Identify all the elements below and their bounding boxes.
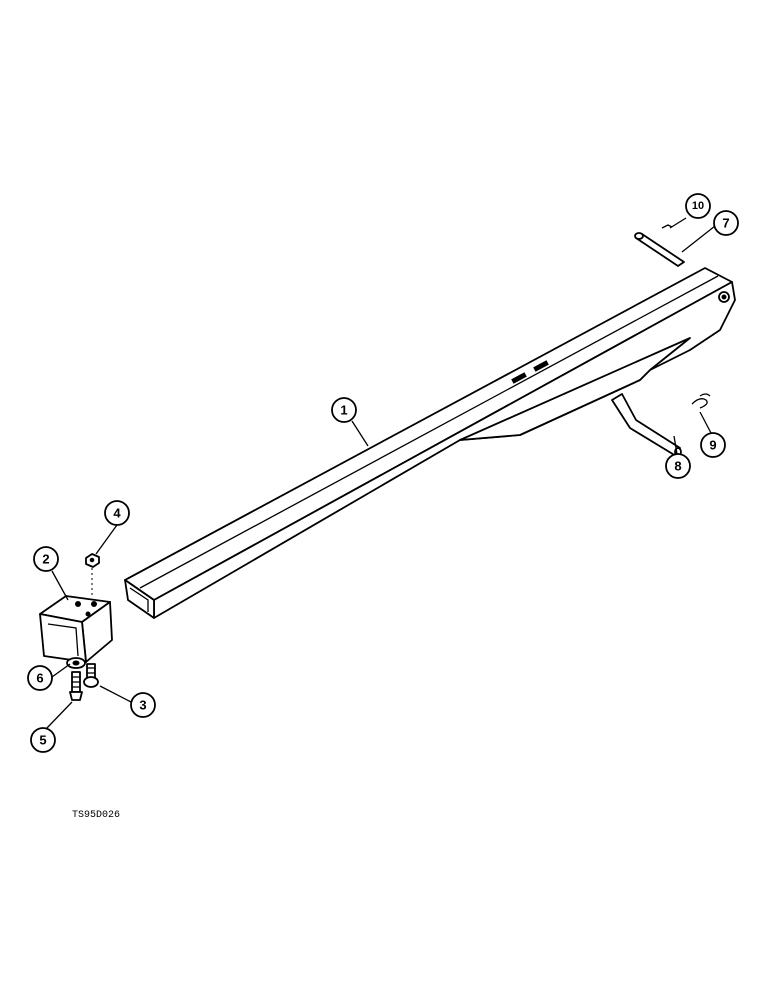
tongue-tube-part — [124, 267, 736, 619]
bolt-right-part — [83, 663, 99, 688]
svg-text:9: 9 — [709, 438, 716, 453]
callout-5: 5 — [30, 727, 56, 753]
svg-text:2: 2 — [42, 552, 49, 567]
callout-2: 2 — [33, 546, 59, 572]
callout-1: 1 — [331, 397, 357, 423]
hair-pin-part — [691, 393, 711, 409]
pin-part — [634, 232, 685, 267]
callout-9: 9 — [700, 432, 726, 458]
figure-code: TS95D026 — [72, 810, 121, 821]
svg-text:5: 5 — [39, 733, 46, 748]
clip-part — [661, 224, 673, 229]
svg-text:1: 1 — [340, 403, 347, 418]
svg-text:6: 6 — [36, 671, 43, 686]
svg-text:8: 8 — [674, 459, 681, 474]
callout-8: 8 — [665, 453, 691, 479]
svg-text:10: 10 — [692, 200, 704, 212]
callout-4: 4 — [104, 500, 130, 526]
l-pin-part — [611, 393, 682, 457]
svg-text:7: 7 — [722, 216, 729, 231]
callout-3: 3 — [130, 692, 156, 718]
callout-10: 10 — [685, 193, 711, 219]
bracket-part — [39, 595, 113, 663]
svg-text:3: 3 — [139, 698, 146, 713]
bolt-left-part — [69, 671, 83, 701]
nut-part — [85, 553, 100, 598]
svg-text:4: 4 — [113, 506, 121, 521]
callout-6: 6 — [27, 665, 53, 691]
washer-part — [66, 657, 86, 669]
callout-7: 7 — [713, 210, 739, 236]
leader-lines — [45, 217, 716, 730]
